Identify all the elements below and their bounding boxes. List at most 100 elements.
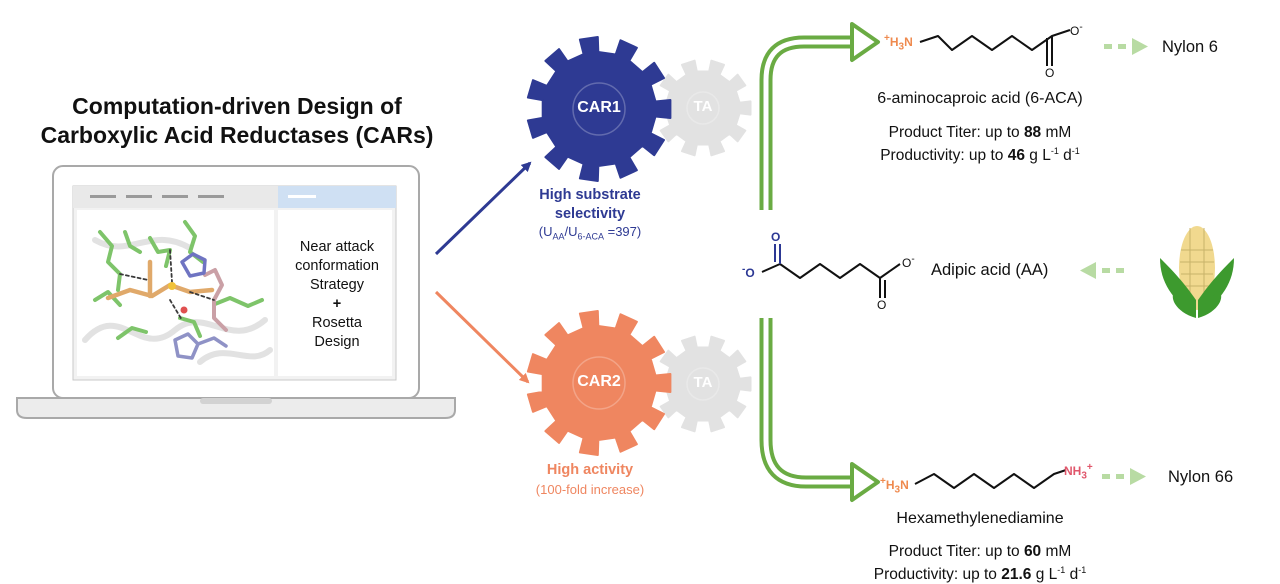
atom-sub: 3 bbox=[898, 41, 905, 53]
title-line-1: Computation-driven Design of bbox=[72, 93, 402, 119]
atom: O bbox=[1070, 24, 1080, 38]
aa-right-carbonyl-o: O bbox=[877, 298, 887, 312]
laptop-illustration bbox=[16, 165, 456, 419]
stat-text: g L bbox=[1024, 147, 1051, 165]
car1-trait-line: High substrate bbox=[539, 187, 641, 203]
stat-text: mM bbox=[1041, 543, 1072, 560]
titer-value: 60 bbox=[1023, 543, 1042, 560]
6aca-stats: Product Titer: up to 88 mM Productivity:… bbox=[840, 123, 1120, 165]
strategy-line: Design bbox=[314, 334, 360, 350]
aa-left-o-minus: -O bbox=[742, 264, 755, 280]
adipic-right-carbonyl bbox=[879, 278, 886, 298]
car1-ta-gear-hub bbox=[686, 91, 720, 125]
title-line-2: Carboxylic Acid Reductases (CARs) bbox=[40, 122, 434, 148]
strategy-panel bbox=[278, 210, 392, 376]
hmda-left-amine: +H3N bbox=[880, 476, 909, 495]
stat-text: Productivity: up to bbox=[873, 566, 1002, 584]
atom: O bbox=[745, 266, 755, 280]
toolbar-dash bbox=[90, 195, 116, 198]
car1-gear bbox=[526, 36, 672, 182]
car2-label: CAR2 bbox=[577, 373, 621, 390]
nylon66-label: Nylon 66 bbox=[1168, 468, 1234, 486]
charge: + bbox=[1086, 462, 1093, 473]
screen-toolbar-highlight bbox=[278, 186, 396, 208]
strategy-plus: + bbox=[332, 296, 342, 312]
car2-gear bbox=[526, 310, 672, 456]
atom: H bbox=[889, 35, 899, 49]
charge: - bbox=[1079, 22, 1083, 33]
stat-text: mM bbox=[1041, 124, 1072, 141]
6aca-titer: Product Titer: up to 88 mM bbox=[840, 123, 1120, 142]
hmda-skeleton bbox=[914, 469, 1067, 489]
dashed-arrow-from-corn bbox=[1080, 262, 1124, 279]
ratio-part: /U bbox=[564, 224, 578, 239]
arrow-to-car2 bbox=[434, 290, 530, 384]
6aca-skeleton bbox=[919, 29, 1071, 66]
aa-right-o-minus: O- bbox=[902, 254, 915, 270]
laptop-notch bbox=[200, 398, 272, 404]
atom-sub: 3 bbox=[894, 484, 901, 496]
hmda-titer: Product Titer: up to 60 mM bbox=[840, 542, 1120, 561]
aa-left-carbonyl-o: O bbox=[771, 230, 781, 244]
stat-text: Productivity: up to bbox=[880, 147, 1008, 165]
car1-gear-hub bbox=[572, 82, 626, 136]
diagram-title: Computation-driven Design of Carboxylic … bbox=[0, 92, 474, 150]
ratio-part: (U bbox=[538, 224, 553, 239]
car2-ta-gear-hub bbox=[686, 367, 720, 401]
toolbar-dash-light bbox=[288, 195, 316, 198]
charge: - bbox=[911, 254, 915, 265]
laptop-base bbox=[16, 397, 456, 419]
strategy-text: Near attack conformation Strategy + Rose… bbox=[278, 238, 396, 352]
car2-trait-sub: (100-fold increase) bbox=[535, 482, 645, 497]
molecule-sticks bbox=[93, 220, 264, 360]
6aca-productivity: Productivity: up to 46 g L-1 d-1 bbox=[840, 142, 1120, 165]
ratio-sub: AA bbox=[552, 231, 565, 242]
6aca-carboxylate-o: O- bbox=[1070, 22, 1083, 38]
car1-ta-label: TA bbox=[693, 98, 713, 115]
car1-trait-line: selectivity bbox=[554, 206, 626, 222]
car2-ta-label: TA bbox=[693, 374, 713, 391]
atom: H bbox=[885, 478, 895, 492]
car2-gear-hub bbox=[572, 356, 626, 410]
arrow-to-car1 bbox=[434, 161, 532, 256]
toolbar-dash bbox=[162, 195, 188, 198]
exponent: -1 bbox=[1057, 565, 1066, 575]
exponent: -1 bbox=[1078, 565, 1087, 575]
corn-icon bbox=[1160, 226, 1234, 318]
toolbar-dash bbox=[198, 195, 224, 198]
adipic-acid-name: Adipic acid (AA) bbox=[931, 261, 1049, 279]
charge: + bbox=[880, 476, 886, 487]
stat-text: Product Titer: up to bbox=[888, 124, 1024, 141]
6aca-name: 6-aminocaproic acid (6-ACA) bbox=[877, 90, 1083, 107]
hmda-right-amine: NH3+ bbox=[1064, 462, 1093, 481]
adipic-left-carbonyl bbox=[774, 244, 781, 264]
dashed-arrow-nylon6 bbox=[1104, 38, 1148, 55]
strategy-line: Near attack bbox=[299, 239, 375, 255]
toolbar-dash bbox=[126, 195, 152, 198]
ratio-value: =397) bbox=[604, 224, 642, 239]
charge: - bbox=[742, 264, 746, 275]
stat-text: g L bbox=[1031, 566, 1058, 584]
atom: NH bbox=[1064, 464, 1082, 478]
stat-text: Product Titer: up to bbox=[888, 543, 1024, 560]
strategy-line: conformation bbox=[295, 258, 379, 274]
ratio-sub: 6-ACA bbox=[577, 231, 604, 242]
productivity-value: 46 bbox=[1007, 147, 1025, 165]
protein-ribbon-backdrop bbox=[82, 236, 273, 365]
6aca-amine-group: +H3N bbox=[884, 33, 913, 52]
car1-trait: High substrate selectivity bbox=[510, 186, 670, 224]
route-arrow-top bbox=[759, 22, 880, 210]
charge: + bbox=[884, 33, 890, 44]
hmda-productivity: Productivity: up to 21.6 g L-1 d-1 bbox=[840, 561, 1120, 584]
strategy-line: Strategy bbox=[310, 277, 364, 293]
stat-text: d bbox=[1065, 566, 1079, 584]
titer-value: 88 bbox=[1023, 124, 1042, 141]
exponent: -1 bbox=[1071, 146, 1080, 156]
atom: O bbox=[902, 256, 912, 270]
car2-trait: High activity bbox=[546, 462, 634, 478]
6aca-carbonyl-o: O bbox=[1045, 66, 1055, 80]
atom: N bbox=[904, 35, 913, 49]
hmda-stats: Product Titer: up to 60 mM Productivity:… bbox=[840, 542, 1120, 584]
dashed-arrow-nylon66 bbox=[1102, 468, 1146, 485]
